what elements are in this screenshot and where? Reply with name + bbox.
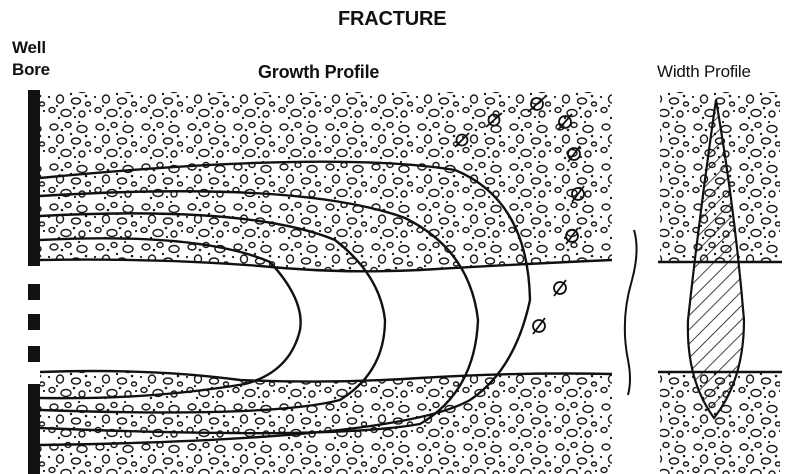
well-bore-upper [28, 90, 40, 266]
break-line [625, 230, 637, 395]
well-bore-perforation-1 [28, 284, 40, 300]
upper-rock-formation [40, 92, 612, 271]
well-bore-perforation-2 [28, 314, 40, 330]
well-bore-lower [28, 384, 40, 474]
well-bore-perforation-3 [28, 346, 40, 362]
lower-rock-formation [40, 371, 612, 474]
